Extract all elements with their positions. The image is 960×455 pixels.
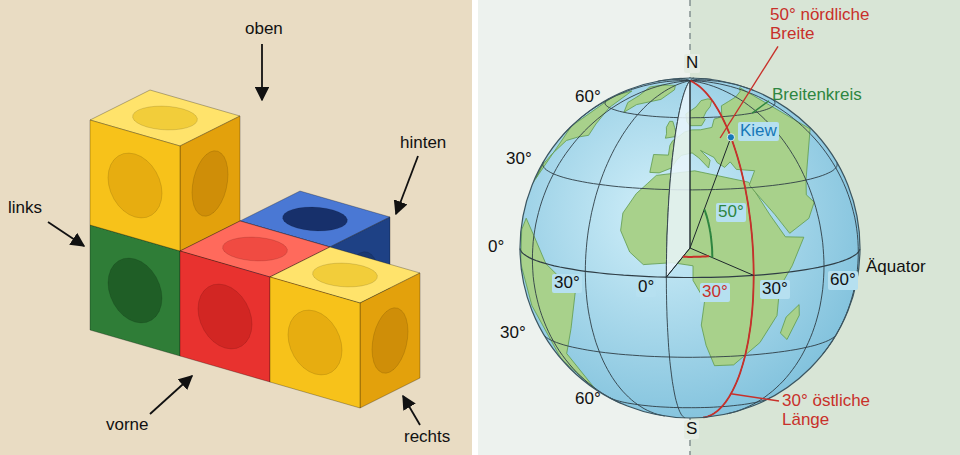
radius-line (666, 248, 690, 277)
latitude-caption: Breitenkreis (772, 86, 862, 105)
angle-arc (704, 209, 712, 257)
pointer-arrow (150, 376, 192, 414)
cube-side (360, 273, 420, 408)
globe-outline (520, 78, 860, 418)
radius-line (690, 248, 754, 275)
leader-lines (720, 46, 779, 401)
degree-label: 60° (575, 390, 601, 409)
direction-label: rechts (404, 428, 450, 447)
cube-dimple (372, 308, 408, 373)
degree-label: 30° (552, 274, 582, 293)
cube-group (90, 90, 420, 408)
cube-dimple (108, 153, 162, 218)
left-panel (0, 0, 472, 455)
pole-label: N (684, 54, 700, 73)
meridian-line (690, 81, 824, 414)
meridian-line (666, 81, 690, 418)
cube-dimple (133, 106, 198, 130)
cube-front (270, 277, 360, 408)
direction-label: vorne (106, 416, 149, 435)
latitude-caption: 50° nördliche Breite (770, 6, 882, 43)
cube-dimple (223, 237, 288, 261)
angle-label: 30° (700, 283, 730, 302)
degree-label: 30° (760, 280, 790, 299)
leader-line (752, 101, 769, 113)
pointer-arrow (261, 44, 263, 100)
degree-label: 60° (575, 88, 601, 107)
meridian-line (690, 80, 754, 90)
cube-dimple (288, 310, 342, 375)
longitude-caption: 30° östliche Länge (782, 392, 892, 429)
latitude-line (544, 335, 836, 358)
direction-label: hinten (400, 134, 446, 153)
pointer-arrows (48, 44, 420, 425)
graticule (520, 78, 860, 418)
pointer-arrow (48, 222, 84, 246)
radius-line (690, 81, 691, 248)
degree-label: 30° (500, 324, 526, 343)
latitude-line (610, 398, 770, 408)
continent-shape (780, 305, 799, 340)
direction-label: oben (245, 20, 283, 39)
place-name: Kiew (738, 122, 779, 141)
globe-ocean (520, 78, 860, 418)
degree-label: 30° (506, 150, 532, 169)
globe (520, 78, 860, 418)
cube-dimple (283, 207, 348, 231)
cube-dimple (313, 263, 378, 287)
pointer-arrow (396, 156, 418, 214)
meridian-line (585, 81, 690, 417)
cube-front (90, 120, 180, 251)
leader-line (731, 394, 779, 401)
angle-label: 50° (716, 203, 746, 222)
degree-label: 0° (636, 278, 656, 297)
cube-dimple (192, 151, 228, 216)
cube-dimple (198, 284, 252, 349)
cube-front (180, 251, 270, 382)
cut-plane (666, 81, 690, 278)
angle-arc (683, 255, 709, 258)
meridian-line (561, 81, 690, 138)
continent-shape (521, 218, 596, 389)
degree-label: 60° (828, 271, 858, 290)
degree-label: 0° (488, 238, 504, 257)
pole-label: S (684, 420, 699, 439)
cube-dimple (108, 258, 162, 323)
meridian-line (690, 81, 858, 355)
equator-label: Äquator (866, 258, 926, 277)
city-dot (727, 134, 734, 141)
meridian-line (532, 81, 690, 404)
direction-label: links (8, 199, 42, 218)
pointer-arrow (403, 396, 420, 425)
